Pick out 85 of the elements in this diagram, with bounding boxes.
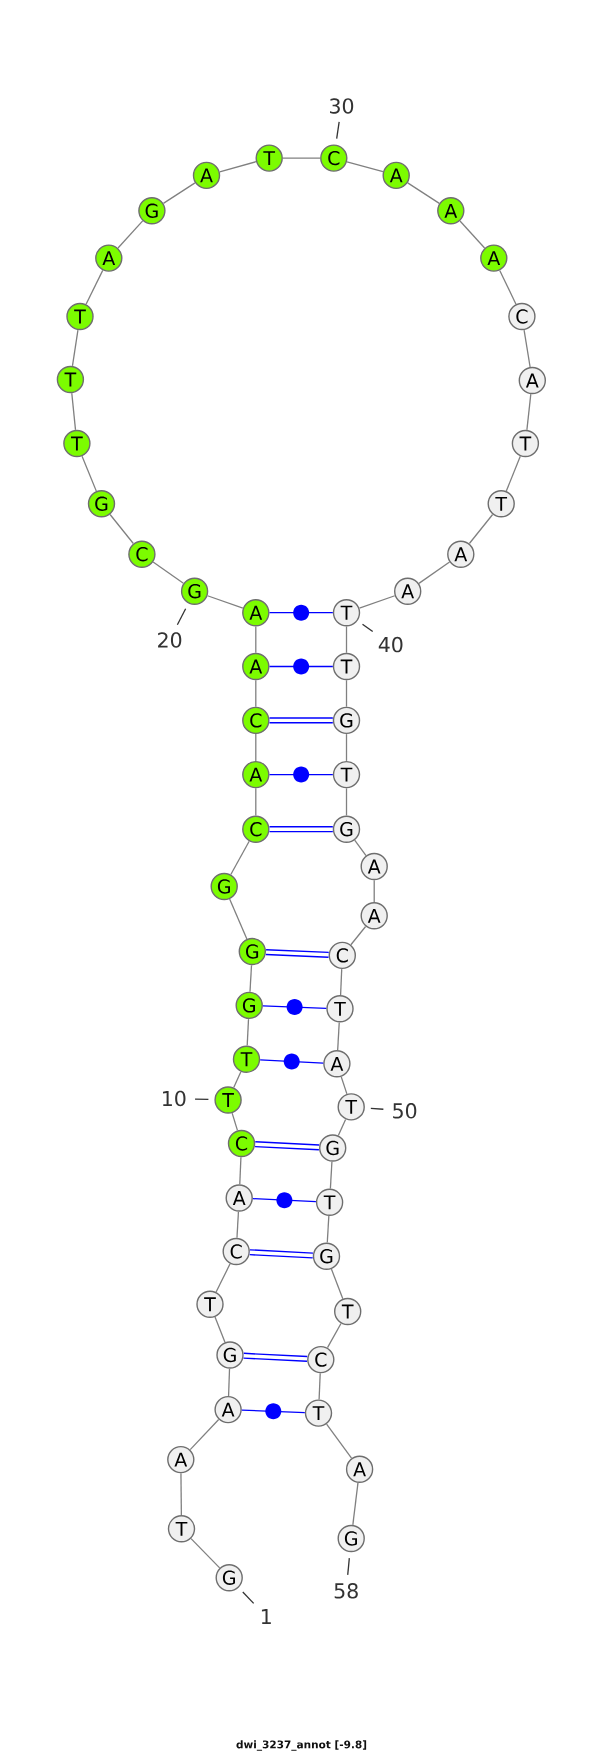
backbone-line bbox=[459, 220, 486, 249]
backbone-line bbox=[339, 968, 343, 996]
leader-line bbox=[361, 623, 374, 633]
backbone-line bbox=[214, 1316, 226, 1343]
backbone-line bbox=[345, 679, 348, 708]
leader-line bbox=[194, 1098, 210, 1101]
backbone-line bbox=[117, 220, 144, 249]
backbone-line bbox=[345, 787, 348, 817]
base-pair-line bbox=[262, 999, 327, 1016]
leader-line bbox=[347, 1557, 350, 1576]
position-number: 30 bbox=[330, 98, 354, 114]
leader-line bbox=[242, 1591, 255, 1604]
backbone-line bbox=[206, 595, 244, 609]
backbone-line bbox=[109, 513, 134, 545]
position-number: 20 bbox=[158, 632, 182, 648]
leader-line bbox=[176, 608, 187, 626]
backbone-line bbox=[373, 879, 375, 903]
leader-line bbox=[336, 121, 340, 140]
backbone-line bbox=[523, 329, 531, 368]
backbone-line bbox=[526, 393, 532, 431]
backbone-line bbox=[255, 733, 257, 762]
backbone-line bbox=[505, 455, 521, 492]
base-pair-line bbox=[268, 658, 334, 675]
backbone-line bbox=[231, 1112, 239, 1132]
base-pair-line bbox=[268, 604, 334, 621]
backbone-line bbox=[337, 1118, 347, 1137]
base-pair-line bbox=[268, 766, 334, 783]
base-pair-line bbox=[269, 826, 333, 833]
backbone-line bbox=[325, 1423, 353, 1459]
backbone-line bbox=[407, 182, 440, 204]
backbone-line bbox=[85, 269, 104, 305]
position-number: 50 bbox=[393, 1103, 417, 1119]
position-number: 40 bbox=[378, 636, 403, 653]
base-pair-line bbox=[259, 1053, 324, 1070]
backbone-line bbox=[255, 787, 257, 817]
backbone-line bbox=[219, 161, 257, 173]
backbone-line bbox=[249, 964, 253, 993]
position-number: 58 bbox=[334, 1583, 358, 1599]
backbone-line bbox=[345, 733, 348, 762]
backbone-line bbox=[246, 1018, 250, 1047]
backbone-line bbox=[180, 1472, 182, 1516]
backbone-line bbox=[340, 1076, 348, 1095]
backbone-line bbox=[255, 679, 257, 708]
base-pair-line bbox=[243, 1352, 308, 1362]
backbone-line bbox=[352, 1482, 359, 1526]
backbone-line bbox=[189, 1418, 220, 1451]
backbone-line bbox=[227, 1368, 231, 1397]
backbone-line bbox=[358, 595, 396, 609]
backbone-line bbox=[233, 1071, 242, 1089]
backbone-line bbox=[152, 561, 185, 584]
backbone-line bbox=[354, 839, 367, 857]
backbone-line bbox=[229, 898, 248, 940]
base-pair-line bbox=[249, 1249, 313, 1259]
base-pair-line bbox=[255, 1141, 320, 1151]
backbone-line bbox=[326, 1215, 330, 1244]
backbone-line bbox=[239, 1156, 242, 1185]
backbone-line bbox=[337, 1021, 340, 1051]
backbone-line bbox=[215, 1263, 231, 1293]
caption: dwi_3237_annot [-9.8] bbox=[236, 1740, 367, 1751]
backbone-line bbox=[71, 329, 79, 367]
backbone-line bbox=[345, 625, 348, 654]
backbone-line bbox=[190, 1538, 221, 1569]
backbone-line bbox=[350, 925, 367, 946]
backbone-line bbox=[330, 1268, 344, 1300]
backbone-line bbox=[282, 157, 321, 159]
backbone-line bbox=[326, 1322, 342, 1349]
backbone-line bbox=[318, 1372, 321, 1401]
backbone-line bbox=[499, 269, 517, 305]
base-pair-line bbox=[265, 949, 329, 958]
position-number: 1 bbox=[261, 1609, 271, 1624]
backbone-line bbox=[71, 392, 77, 431]
position-number: 10 bbox=[163, 1090, 186, 1107]
base-pair-line bbox=[241, 1403, 306, 1420]
backbone-line bbox=[255, 625, 257, 654]
backbone-line bbox=[81, 455, 97, 492]
base-pair-line bbox=[269, 717, 333, 724]
backbone-line bbox=[329, 1161, 333, 1190]
backbone-line bbox=[346, 161, 384, 173]
backbone-line bbox=[230, 840, 250, 876]
backbone-line bbox=[162, 182, 196, 204]
backbone-line bbox=[236, 1211, 240, 1239]
backbone-line bbox=[468, 513, 494, 545]
leader-line bbox=[370, 1107, 385, 1110]
backbone-line bbox=[418, 561, 451, 585]
base-pair-line bbox=[252, 1192, 317, 1209]
